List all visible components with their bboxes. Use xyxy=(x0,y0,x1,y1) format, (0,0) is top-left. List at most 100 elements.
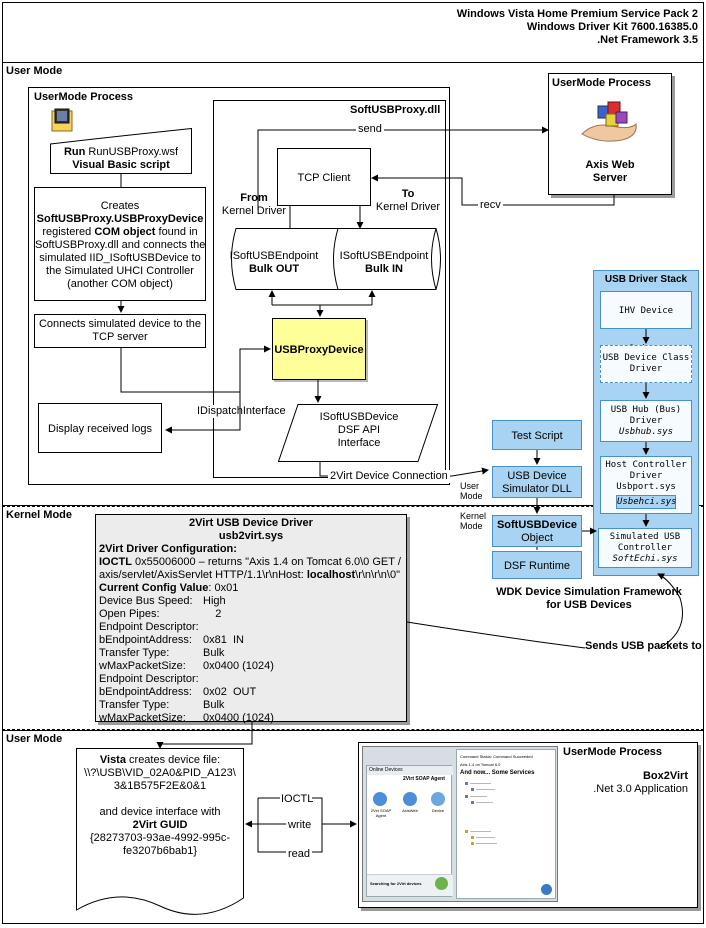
driver-ioctl-label: IOCTL xyxy=(99,556,132,568)
to-kernel-label: To Kernel Driver xyxy=(368,188,448,214)
driver-config-key: Device Bus Speed: xyxy=(99,595,193,607)
app-command-status: Command Status: Command Succeeded xyxy=(460,754,533,759)
creates-l6: the Simulated UHCI Controller xyxy=(46,265,194,277)
usermode-process-left-title: UserMode Process xyxy=(34,91,134,103)
app-go-button[interactable] xyxy=(435,877,448,890)
stack-sim-l1: Simulated USB xyxy=(609,532,681,542)
endpoint-out-l1: ISoftUSBEndpoint xyxy=(229,250,319,262)
recv-label: recv xyxy=(478,199,503,212)
stack-host-l1: Host Controller xyxy=(605,460,687,470)
driver-config-key: Endpoint Descriptor: xyxy=(99,673,199,685)
dsf-user-mode-label: User Mode xyxy=(460,481,483,501)
driver-config-row: Transfer Type:Bulk xyxy=(99,699,403,712)
app-back-button[interactable] xyxy=(541,884,552,895)
header-net: .Net Framework 3.5 xyxy=(597,34,698,46)
driver-config-value: Bulk xyxy=(203,647,225,659)
vista-path-2: 3&1B575F2E&0&1 xyxy=(113,780,207,792)
stack-sim-l2: Controller xyxy=(617,543,673,553)
endpoint-out-l2: Bulk OUT xyxy=(248,263,300,275)
stack-hub-l3: Usbhub.sys xyxy=(618,427,674,437)
app-icon-label-1: 2Virt SOAP Agent xyxy=(370,808,392,818)
box2virt-process-title: UserMode Process xyxy=(563,746,663,758)
dsf-device-simulator: USB Device Simulator DLL xyxy=(492,466,582,498)
isoftusbdevice-text: ISoftUSBDevice DSF API Interface xyxy=(300,411,418,450)
driver-config-value-label: Current Config Value xyxy=(99,582,209,594)
endpoints-cylinder xyxy=(226,228,446,290)
endpoint-bulk-out: ISoftUSBEndpoint Bulk OUT xyxy=(228,250,320,276)
user-mode-top-section xyxy=(2,62,704,506)
axis-web-server-label: Axis Web Server xyxy=(548,159,672,185)
app-icon-label-3: Device xyxy=(431,808,445,813)
wdk-dsf-caption: WDK Device Simulation Framework for USB … xyxy=(476,586,702,612)
usb-stack-title: USB Driver Stack xyxy=(604,274,688,285)
stack-hub-l1: USB Hub (Bus) xyxy=(610,405,682,415)
app-device-icon-3 xyxy=(431,792,445,806)
driver-ioctl-line1: 0x55006000 – returns "Axis 1.4 on Tomcat… xyxy=(132,556,401,568)
app-left-pane: Online Devices 2Virt SOAP Agent 2Virt SO… xyxy=(366,765,453,897)
script-file-icon xyxy=(50,107,74,133)
idispatch-label: IDispatchInterface xyxy=(196,405,287,418)
driver-config-value: 0x02 OUT xyxy=(203,686,257,698)
driver-title-1: 2Virt USB Device Driver xyxy=(189,517,313,529)
user-mode-bottom-section xyxy=(2,730,704,924)
app-device-icon-1 xyxy=(373,792,387,806)
softusbproxy-dll-title: SoftUSBProxy.dll xyxy=(350,104,441,116)
driver-config-key: Open Pipes: xyxy=(99,608,160,620)
vista-path: \\?\USB\VID_02A0&PID_A123\ xyxy=(84,767,236,779)
app-services-heading: And now... Some Services xyxy=(460,770,535,776)
vista-interface: and device interface with xyxy=(99,806,221,818)
simulator-l1: USB Device xyxy=(507,470,567,482)
app-services-tree xyxy=(465,782,505,852)
wdk-caption-l2: for USB Devices xyxy=(546,599,632,611)
softusbdevice-l2: Object xyxy=(521,532,553,544)
isoftusbdevice-interface xyxy=(277,404,439,462)
run-label: Run xyxy=(63,146,86,158)
driver-config-value: 0x81 IN xyxy=(203,634,244,646)
header-os: Windows Vista Home Premium Service Pack … xyxy=(456,8,698,20)
vista-guid-2: fe3207b6bab1} xyxy=(122,845,198,857)
driver-config-key: Transfer Type: xyxy=(99,699,170,711)
driver-config-key: wMaxPacketSize: xyxy=(99,712,186,724)
usb2virt-driver-box: 2Virt USB Device Driver usb2virt.sys 2Vi… xyxy=(95,514,407,725)
isoftusbdevice-l2: DSF API xyxy=(337,424,381,436)
creates-l7: (another COM object) xyxy=(67,278,173,290)
driver-config-row: wMaxPacketSize: 0x0400 (1024) xyxy=(99,712,403,725)
simulator-l2: Simulator DLL xyxy=(502,483,572,495)
vista-device-file-document xyxy=(76,748,244,918)
run-filename: RunUSBProxy.wsf xyxy=(85,146,179,158)
dsf-kernel-mode-label: Kernel Mode xyxy=(460,511,486,531)
driver-config-key: wMaxPacketSize: xyxy=(99,660,186,672)
run-script-box: Run RunUSBProxy.wsf Visual Basic script xyxy=(50,128,192,174)
display-logs-box: Display received logs xyxy=(38,403,162,453)
dsf-user-l1: User xyxy=(460,481,480,491)
app-server-name: Axis 1.4 on Tomcat 6.0 xyxy=(460,762,501,767)
stack-ihv-driver: IHV Device Driver xyxy=(600,291,692,354)
driver-config-key: bEndpointAddress: xyxy=(99,686,192,698)
driver-config-value: 0x0400 (1024) xyxy=(203,660,274,672)
to-label: To xyxy=(401,188,415,200)
stack-simulated-controller: Simulated USB Controller SoftEchi.sys xyxy=(598,528,692,568)
creates-l3b: COM object xyxy=(94,226,156,238)
driver-config-row: Endpoint Descriptor: xyxy=(99,621,403,634)
driver-config-value: High xyxy=(203,595,226,607)
driver-config-row: bEndpointAddress: 0x81 IN xyxy=(99,634,403,647)
driver-config-key: bEndpointAddress: xyxy=(99,634,192,646)
box2virt-desc: .Net 3.0 Application xyxy=(593,783,688,795)
creates-l5: simulated IID_ISoftUSBDevice to xyxy=(39,252,201,264)
axis-server-l1: Axis Web xyxy=(585,159,635,171)
usermode-process-left xyxy=(28,87,450,485)
stack-sim-l3: SoftEchi.sys xyxy=(612,554,678,564)
creates-l3c: found in xyxy=(155,226,198,238)
app-right-pane: Command Status: Command Succeeded Axis 1… xyxy=(456,749,556,899)
creates-proxy-box: Creates SoftUSBProxy.USBProxyDevice regi… xyxy=(34,187,206,301)
dsf-softusbdevice-object: SoftUSBDevice Object xyxy=(492,515,582,547)
stack-host-l2: Driver xyxy=(629,471,663,481)
driver-config-value: 0x0400 (1024) xyxy=(203,712,274,724)
driver-ioctl-line2c: \r\n\r\n\0" xyxy=(355,569,401,581)
dsf-runtime-label: DSF Runtime xyxy=(503,560,571,572)
to-kernel-driver: Kernel Driver xyxy=(375,201,441,213)
vista-creates: creates device file: xyxy=(125,754,221,766)
stack-hub-driver: USB Hub (Bus) Driver Usbhub.sys xyxy=(600,400,692,442)
app-device-icon-2 xyxy=(403,792,417,806)
